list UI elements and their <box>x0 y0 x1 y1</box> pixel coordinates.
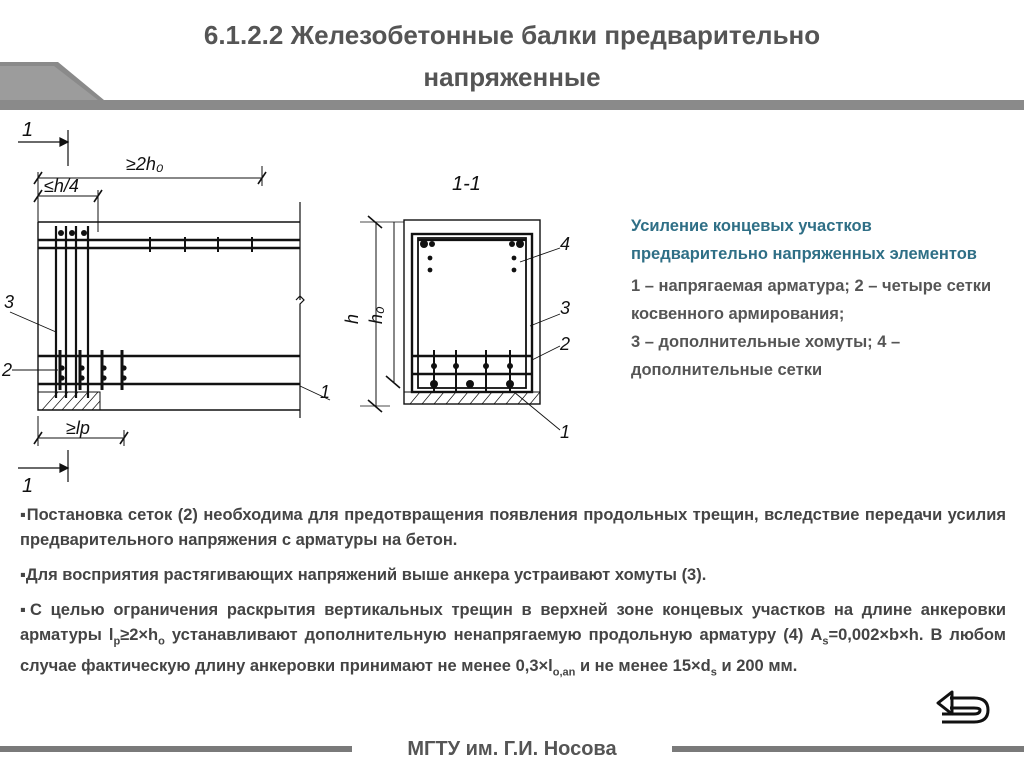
legend: Усиление концевых участков предварительн… <box>631 212 1011 384</box>
return-arrow-icon[interactable] <box>934 686 992 728</box>
callout-2-left: 2 <box>1 360 12 380</box>
page-title-line-1: 6.1.2.2 Железобетонные балки предварител… <box>203 20 821 50</box>
page-title-line-2: напряженные <box>423 62 601 92</box>
page-title: 6.1.2.2 Железобетонные балки предварител… <box>0 14 1024 98</box>
footer-text: МГТУ им. Г.И. Носова <box>407 738 617 760</box>
callout-3-left: 3 <box>4 292 14 312</box>
dim-h4-label: ≤h/4 <box>44 176 79 196</box>
legend-line-2: 3 – дополнительные хомуты; 4 – дополните… <box>631 333 901 379</box>
legend-line-1: 1 – напрягаемая арматура; 2 – четыре сет… <box>631 277 992 323</box>
footer-rule-right <box>672 746 1024 752</box>
footer-rule-left <box>0 746 352 752</box>
paragraph-3: ▪С целью ограничения раскрытия вертикаль… <box>20 601 1006 679</box>
callout-3-section: 3 <box>560 298 570 318</box>
paragraph-1: ▪Постановка сеток (2) необходима для пре… <box>20 506 1006 549</box>
label-h0: h₀ <box>366 306 386 324</box>
paragraph-2: ▪Для восприятия растягивающих напряжений… <box>20 566 707 584</box>
legend-title: Усиление концевых участков предварительн… <box>631 217 977 263</box>
section-title: 1-1 <box>452 173 481 195</box>
callout-1-section: 1 <box>560 422 570 442</box>
callout-1-left: 1 <box>320 382 330 402</box>
callout-2-section: 2 <box>559 334 570 354</box>
section-mark-top: 1 <box>22 119 33 141</box>
section-mark-bottom: 1 <box>22 475 33 497</box>
beam-reinforcement-drawing: 1 1 ≥2h₀ ≤h/4 ≥lp 1-1 h h₀ 3 2 1 4 3 2 1 <box>1 119 570 497</box>
dim-lp-label: ≥lp <box>66 418 90 438</box>
dim-2h0-label: ≥2h₀ <box>126 154 164 174</box>
label-h: h <box>342 314 362 324</box>
header-decor-bar <box>0 62 1024 110</box>
callout-4-section: 4 <box>560 234 570 254</box>
body-text: ▪Постановка сеток (2) необходима для пре… <box>20 503 1006 696</box>
legend-body: 1 – напрягаемая арматура; 2 – четыре сет… <box>631 272 1011 384</box>
